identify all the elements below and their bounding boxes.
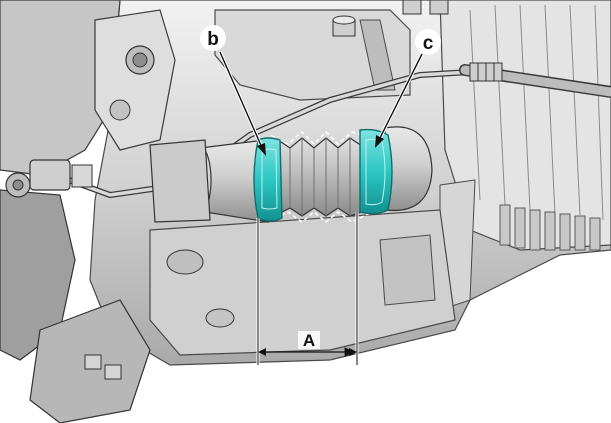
callout-b-circle <box>200 25 226 51</box>
callout-c-label: c <box>423 33 434 54</box>
dimension-a: A <box>256 212 359 365</box>
lower-housing <box>149 209 456 356</box>
clamp-c <box>359 128 393 215</box>
upper-bracket <box>214 9 411 101</box>
callout-c-circle <box>415 29 441 55</box>
dimension-label: A <box>303 331 315 350</box>
hose-fitting <box>469 62 503 82</box>
callout-b-label: b <box>207 29 219 50</box>
line-fitting-left <box>5 159 93 198</box>
callout-b: b <box>200 25 266 156</box>
clutch-hydraulic-line <box>52 64 611 199</box>
top-bolt <box>332 15 356 37</box>
engine-mount-area <box>0 0 227 423</box>
boot-bellows <box>277 137 367 217</box>
dust-boot <box>271 130 373 223</box>
clutch-slave-cylinder <box>149 126 433 223</box>
cylinder-rear <box>384 126 433 212</box>
clamp-b <box>253 137 283 222</box>
lower-boss <box>166 249 204 275</box>
housing-ribs <box>469 4 604 221</box>
cylinder-flange <box>149 139 211 223</box>
callout-c: c <box>375 29 441 148</box>
cooling-fins <box>499 204 601 251</box>
top-right-bolts <box>402 0 449 15</box>
mount-hole-small <box>109 99 131 121</box>
upper-bracket-rib <box>359 19 396 91</box>
left-dark-block <box>0 0 121 176</box>
